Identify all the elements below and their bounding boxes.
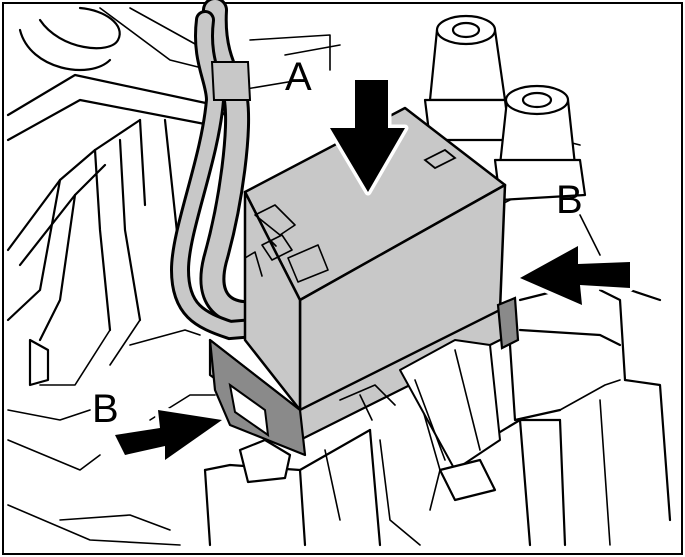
- mounting-pegs: [423, 14, 587, 202]
- arrow-b-left-squeeze: [111, 406, 226, 464]
- label-b-left: B: [92, 387, 119, 431]
- left-clip: [208, 338, 307, 457]
- arrow-b-right-squeeze: [516, 242, 634, 309]
- right-clip: [496, 296, 520, 350]
- label-b-right: B: [556, 178, 583, 222]
- label-a: A: [285, 55, 312, 99]
- relay-component: [208, 106, 520, 502]
- arrow-a-press-down: [326, 76, 409, 196]
- housing-hole: [38, 6, 121, 50]
- housing-rim: [18, 28, 112, 72]
- cable: [169, 0, 305, 341]
